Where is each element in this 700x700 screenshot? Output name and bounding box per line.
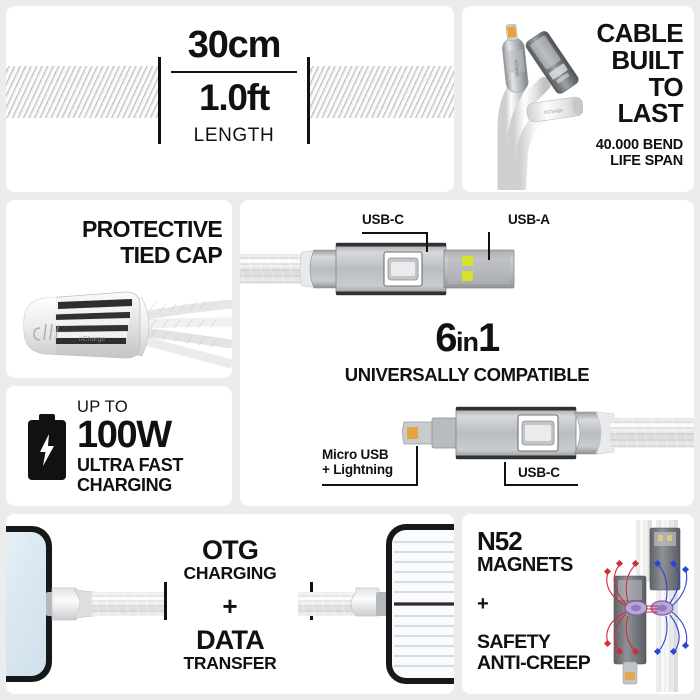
built-title-line-2: BUILT	[611, 44, 683, 75]
magnetic-field-illustration	[603, 520, 690, 692]
otg-text-block: OTG CHARGING + DATA TRANSFER	[6, 536, 454, 673]
label-usb-c-top: USB-C	[362, 212, 404, 227]
svg-text:nCharge: nCharge	[543, 107, 563, 116]
otg-tick-left	[164, 582, 167, 620]
otg-subtitle: CHARGING	[183, 563, 277, 584]
leader-usb-c-bottom-vertical	[504, 462, 506, 484]
otg-data-transfer-panel: OTG CHARGING + DATA TRANSFER	[6, 514, 454, 694]
leader-micro-usb-horizontal	[322, 484, 418, 486]
braided-cable-right	[310, 66, 454, 118]
leader-usb-a-vertical	[488, 232, 490, 260]
svg-text:nCharge: nCharge	[514, 59, 521, 77]
charging-desc-line-2: CHARGING	[77, 474, 172, 495]
leader-usb-c-top-horizontal	[362, 232, 428, 234]
built-title-line-1: CABLE	[596, 18, 683, 48]
length-imperial: 1.0ft	[198, 77, 270, 119]
length-caption: LENGTH	[193, 125, 275, 147]
cap-title-line-2: TIED CAP	[120, 241, 222, 268]
charging-up-to-label: UP TO	[77, 397, 129, 416]
n52-magnets-panel: N52 MAGNETS + SAFETY ANTI-CREEP	[462, 514, 694, 694]
charging-desc-line-1: ULTRA FAST	[77, 454, 183, 475]
cap-title-line-1: PROTECTIVE	[82, 216, 223, 242]
measure-tick-left	[158, 57, 161, 144]
length-divider	[171, 70, 297, 74]
magnet-grade: N52	[477, 526, 523, 556]
measure-tick-right	[307, 57, 310, 144]
leader-usb-c-bottom-horizontal	[504, 484, 578, 486]
magnet-feature-line-1: SAFETY	[477, 630, 551, 653]
bend-life-line-2: LIFE SPAN	[610, 153, 683, 170]
length-readout: 30cm 1.0ft LENGTH	[168, 24, 300, 147]
otg-title: OTG	[201, 535, 259, 565]
ultra-fast-charging-panel: UP TO 100W ULTRA FAST CHARGING	[6, 386, 232, 506]
leader-usb-c-top-vertical	[426, 232, 428, 252]
built-to-last-text: CABLE BUILT TO LAST 40.000 BEND LIFE SPA…	[533, 18, 684, 170]
label-micro-usb-line-2: + Lightning	[322, 462, 393, 478]
six-one: 1	[478, 316, 500, 360]
otg-plus-sign: +	[222, 590, 238, 621]
battery-bolt-icon	[28, 414, 66, 480]
lightning-bolt-glyph	[40, 434, 54, 466]
six-in-one-headline: 6in1 UNIVERSALLY COMPATIBLE	[240, 318, 694, 386]
magnet-grade-label: MAGNETS	[477, 553, 573, 576]
label-usb-a-top: USB-A	[508, 212, 550, 227]
smartphone-with-connector-illustration	[6, 526, 167, 682]
label-micro-usb-lightning: Micro USB + Lightning	[322, 447, 393, 477]
tied-cap-illustration: nCharge	[23, 291, 232, 369]
bend-life-line-1: 40.000 BEND	[595, 137, 683, 154]
label-micro-usb-line-1: Micro USB	[322, 447, 389, 462]
magnet-feature-line-2: ANTI-CREEP	[477, 651, 591, 674]
data-title: DATA	[196, 624, 265, 655]
built-title-line-4: LAST	[617, 98, 684, 129]
magnets-text-block: N52 MAGNETS + SAFETY ANTI-CREEP	[477, 528, 617, 674]
charging-wattage: 100W	[77, 414, 172, 457]
bottom-connector-illustration	[402, 406, 694, 460]
protective-tied-cap-panel: PROTECTIVE TIED CAP	[6, 200, 232, 378]
bending-cables-illustration: nCharge nCharge	[497, 23, 583, 190]
magnets-plus-sign: +	[477, 592, 489, 615]
label-usb-c-bottom: USB-C	[518, 465, 560, 480]
six-in-word: in	[456, 327, 479, 357]
six-number: 6	[435, 316, 457, 360]
universally-compatible-subtitle: UNIVERSALLY COMPATIBLE	[344, 364, 590, 385]
length-metric: 30cm	[187, 24, 282, 66]
tablet-with-connector-illustration	[298, 524, 454, 684]
top-connector-illustration	[240, 242, 515, 296]
cable-built-to-last-panel: nCharge nCharge CABLE BUILT TO LAST	[462, 6, 694, 192]
transfer-subtitle: TRANSFER	[183, 652, 277, 673]
protective-cap-title: PROTECTIVE TIED CAP	[6, 216, 223, 269]
leader-micro-usb-vertical	[416, 446, 418, 484]
six-in-one-panel: USB-C USB-A 6in1 UNIVERSALLY COMPATIBLE	[240, 200, 694, 506]
built-title-line-3: TO	[648, 71, 684, 102]
braided-cable-left	[6, 66, 158, 118]
svg-text:nCharge: nCharge	[79, 336, 106, 343]
length-panel: 30cm 1.0ft LENGTH	[6, 6, 454, 192]
